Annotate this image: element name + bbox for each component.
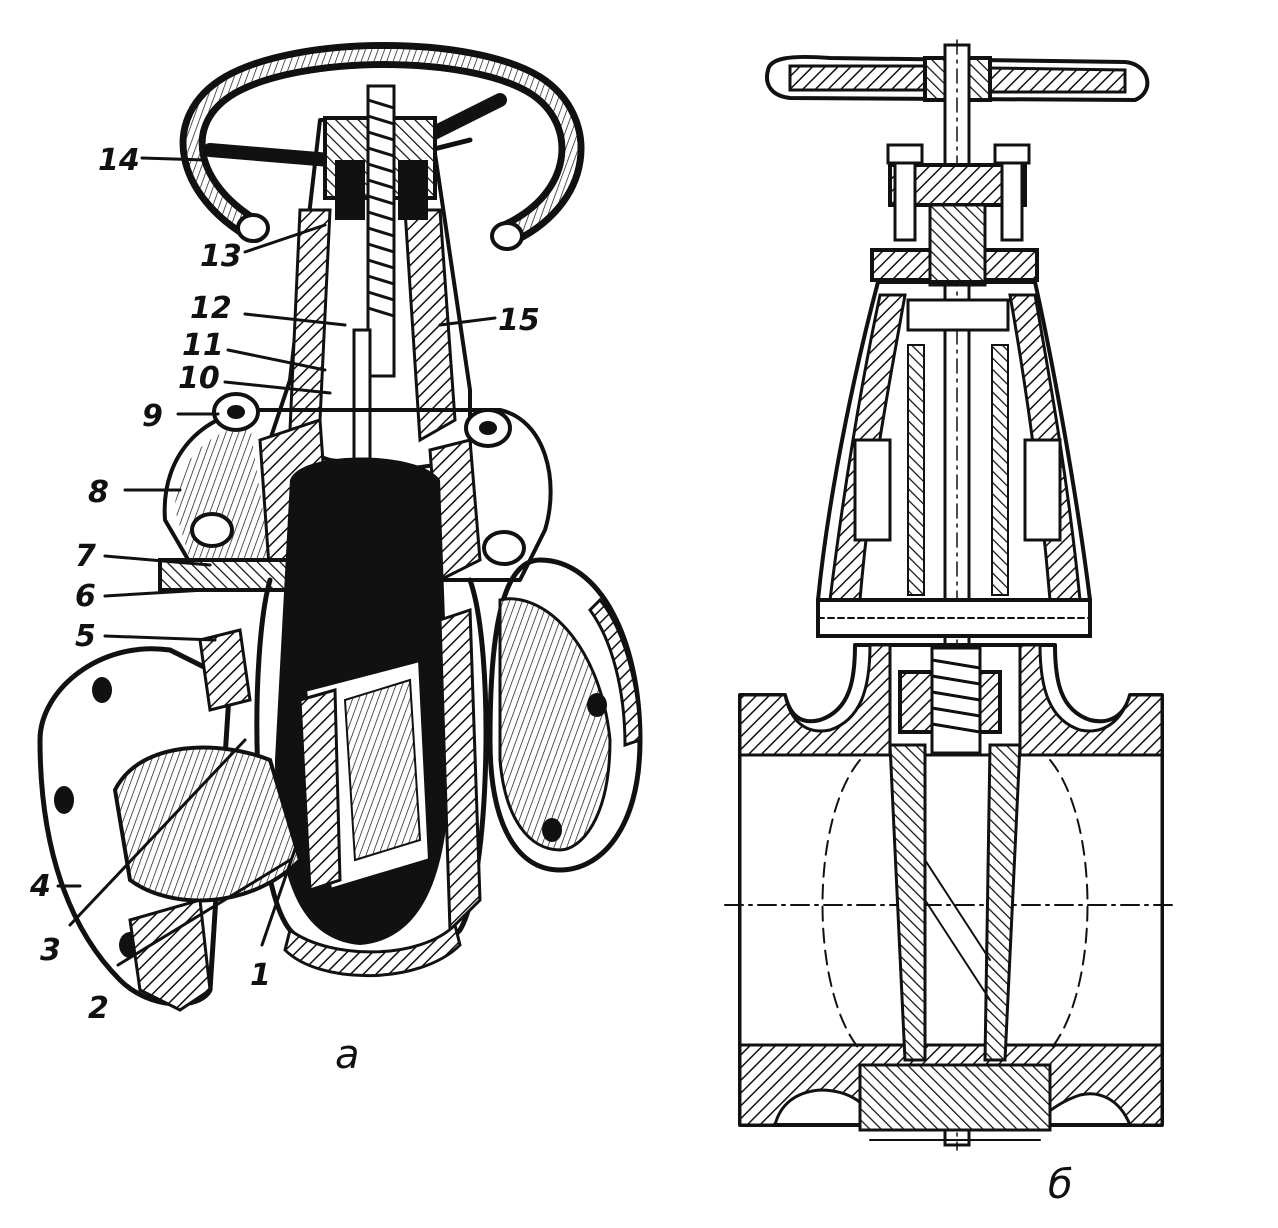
callout-11: 11 [182, 328, 224, 363]
callout-6: 6 [75, 579, 96, 614]
outlet-flange [487, 557, 643, 873]
callout-8: 8 [88, 475, 109, 510]
callout-7: 7 [75, 539, 96, 574]
inlet-flange [37, 628, 303, 1012]
callout-labels: 1 2 3 4 5 6 7 8 9 10 11 12 13 14 15 [29, 143, 540, 1026]
callout-12: 12 [190, 291, 232, 326]
handwheel [179, 42, 585, 251]
callout-13: 13 [200, 239, 242, 274]
section-body [724, 643, 1176, 1141]
callout-9: 9 [142, 399, 163, 434]
valve-body [254, 577, 489, 978]
section-bonnet [816, 280, 1092, 638]
callout-3: 3 [40, 933, 61, 968]
callout-4: 4 [29, 869, 51, 904]
callout-10: 10 [178, 361, 220, 396]
caption-right: б [1048, 1162, 1073, 1208]
callout-14: 14 [98, 143, 140, 178]
callout-leaders [56, 156, 497, 967]
callout-15: 15 [498, 303, 540, 338]
gate-wedge [298, 657, 433, 893]
caption-left: а [335, 1032, 360, 1078]
callout-1: 1 [250, 958, 271, 993]
callout-2: 2 [88, 991, 109, 1026]
section-gland [870, 143, 1039, 287]
cutaway-view: 1 2 3 4 5 6 7 8 9 10 11 12 13 14 15 а [29, 42, 643, 1078]
callout-5: 5 [75, 619, 96, 654]
section-view: б [724, 39, 1176, 1208]
